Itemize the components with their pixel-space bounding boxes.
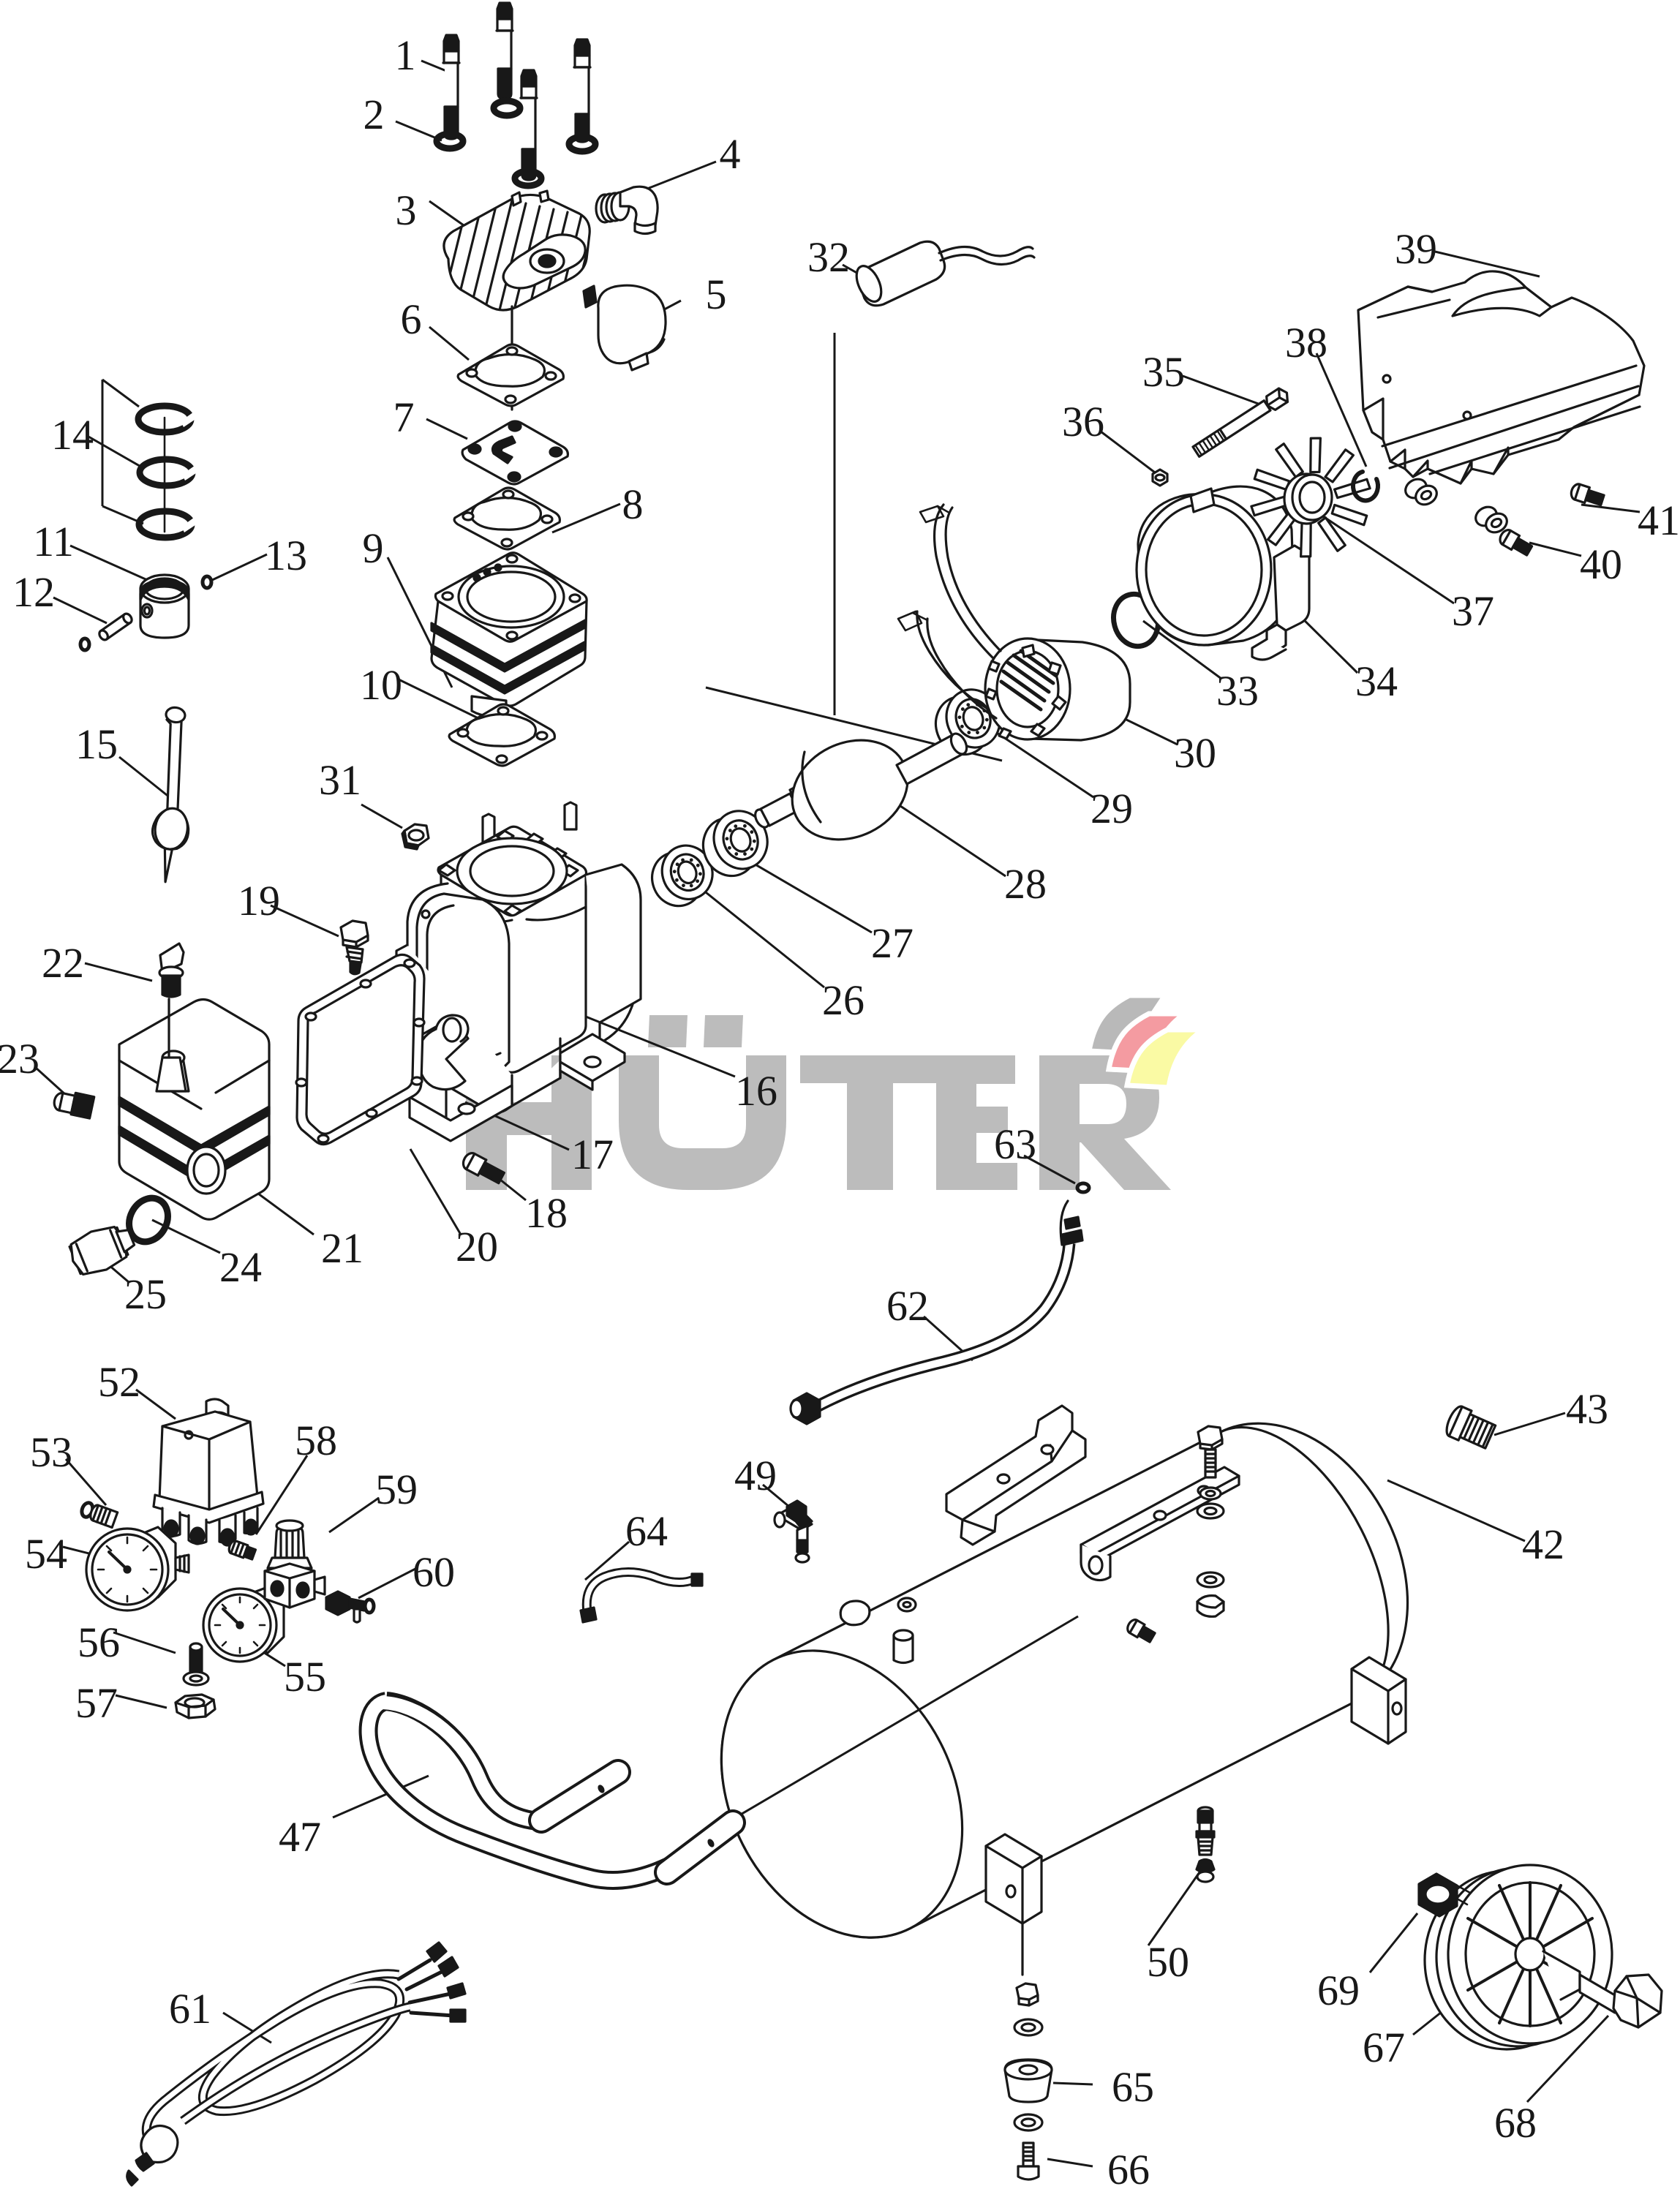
svg-text:9: 9 [363,524,384,572]
svg-text:35: 35 [1142,348,1185,396]
svg-text:42: 42 [1522,1521,1564,1568]
svg-text:37: 37 [1452,587,1494,635]
svg-text:38: 38 [1285,319,1327,366]
svg-text:41: 41 [1638,497,1680,544]
svg-text:59: 59 [375,1466,418,1513]
svg-text:58: 58 [295,1417,337,1464]
svg-text:62: 62 [886,1282,929,1330]
svg-text:13: 13 [265,532,307,579]
svg-text:56: 56 [78,1619,120,1666]
svg-text:63: 63 [994,1120,1036,1168]
svg-text:26: 26 [822,976,865,1024]
svg-text:66: 66 [1107,2146,1150,2189]
svg-text:36: 36 [1062,398,1104,445]
svg-text:53: 53 [30,1428,72,1476]
svg-text:25: 25 [124,1270,167,1318]
svg-text:2: 2 [364,91,385,138]
svg-text:4: 4 [720,130,741,178]
svg-text:65: 65 [1112,2063,1154,2111]
svg-text:34: 34 [1355,658,1398,705]
svg-text:31: 31 [319,756,361,804]
svg-text:8: 8 [622,481,644,528]
svg-text:24: 24 [219,1243,262,1291]
svg-text:39: 39 [1395,225,1437,273]
svg-text:5: 5 [706,271,727,318]
svg-text:12: 12 [12,568,55,616]
svg-text:18: 18 [525,1189,568,1237]
svg-text:6: 6 [401,295,422,343]
svg-text:57: 57 [75,1679,118,1727]
svg-text:33: 33 [1216,667,1259,715]
svg-text:22: 22 [42,939,84,987]
svg-text:27: 27 [871,919,914,967]
svg-text:23: 23 [0,1035,39,1082]
svg-text:61: 61 [169,1985,211,2032]
svg-text:16: 16 [735,1067,777,1115]
svg-text:43: 43 [1566,1385,1608,1433]
svg-text:19: 19 [238,877,280,924]
svg-text:3: 3 [396,187,417,234]
svg-text:52: 52 [98,1358,140,1406]
svg-text:55: 55 [284,1653,326,1700]
svg-text:14: 14 [51,411,94,459]
svg-text:15: 15 [75,720,118,768]
svg-text:60: 60 [413,1548,455,1596]
svg-text:1: 1 [395,31,416,79]
svg-text:20: 20 [456,1223,498,1270]
svg-text:32: 32 [807,233,850,281]
svg-text:49: 49 [734,1452,777,1499]
svg-text:30: 30 [1174,729,1216,777]
svg-text:17: 17 [571,1131,614,1178]
svg-text:68: 68 [1494,2099,1537,2147]
svg-text:64: 64 [625,1507,668,1555]
svg-text:7: 7 [393,393,415,441]
svg-text:67: 67 [1363,2024,1405,2071]
svg-text:21: 21 [321,1224,364,1272]
svg-text:50: 50 [1147,1938,1189,1986]
svg-text:47: 47 [279,1813,321,1861]
svg-text:54: 54 [25,1530,67,1578]
svg-text:40: 40 [1580,540,1622,588]
svg-text:28: 28 [1004,860,1047,908]
svg-text:10: 10 [360,661,402,709]
svg-text:69: 69 [1317,1967,1360,2014]
svg-text:29: 29 [1091,785,1133,832]
svg-text:11: 11 [33,518,74,565]
